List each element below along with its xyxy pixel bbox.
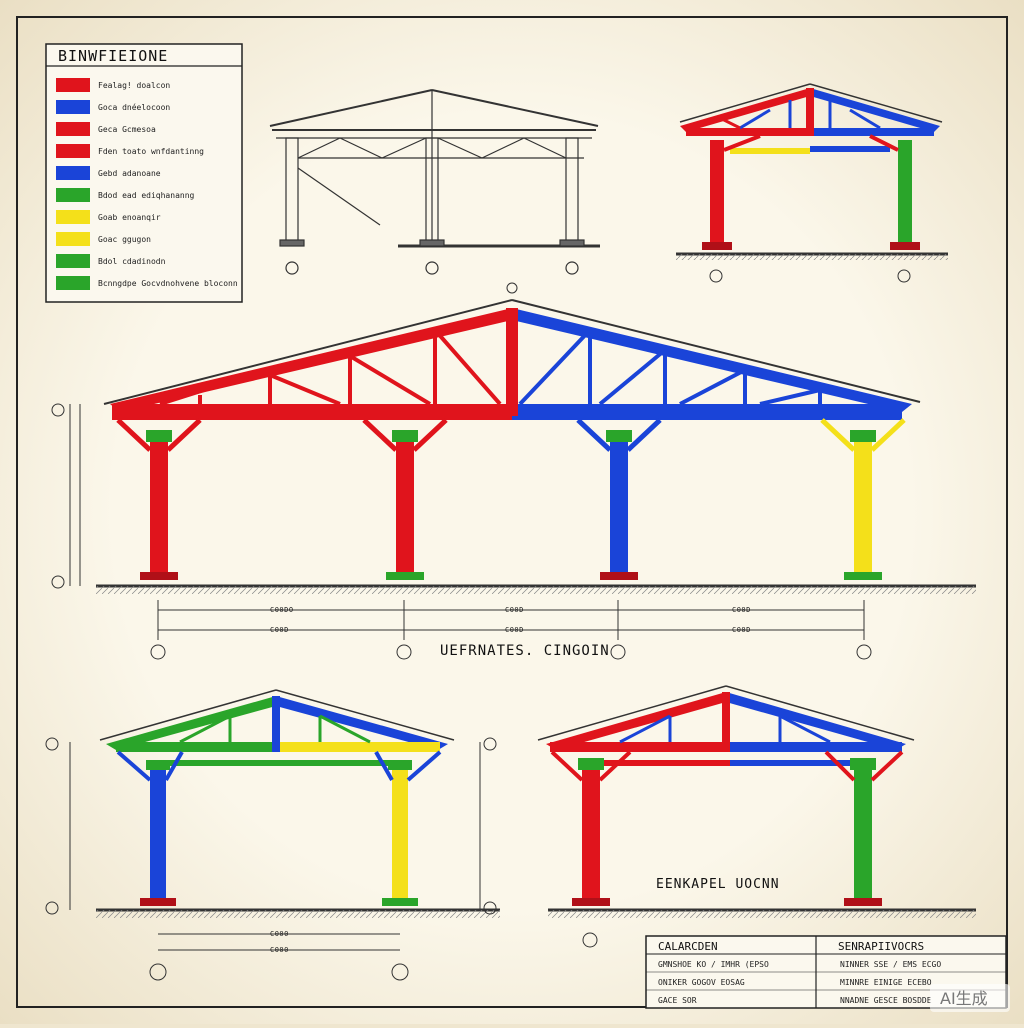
- legend-item-label: Goab enoanqir: [98, 213, 161, 222]
- legend-item-label: Geca Gcmesoa: [98, 125, 156, 134]
- title-block-right-row: NNADNE GESCE BOSDDE: [840, 996, 932, 1005]
- top-left-elevation: [269, 89, 600, 275]
- main-caption: UEFRNATES. CINGOIN: [440, 643, 610, 659]
- title-block-left-row: ONIKER GOGOV EOSAG: [658, 978, 745, 987]
- legend-swatch: [56, 188, 90, 202]
- sheet-border: [16, 16, 1008, 1008]
- watermark-badge: [930, 984, 1010, 1012]
- legend-swatch: [56, 166, 90, 180]
- dim-total-left: C00D: [270, 626, 289, 634]
- title-block-right-row: NINNER SSE / EMS ECGO: [840, 960, 941, 969]
- dim-bay-3: C00D: [732, 606, 751, 614]
- legend-swatch: [56, 232, 90, 246]
- legend-item-label: Goac ggugon: [98, 235, 151, 244]
- dim-lower-left-bottom: C000: [270, 946, 289, 954]
- top-right-elevation: [676, 83, 948, 283]
- dim-bay-1: C00DO: [270, 606, 294, 614]
- legend-item-label: Gebd adanoane: [98, 169, 161, 178]
- legend-swatch: [56, 78, 90, 92]
- legend-title: BINWFIEIONE: [58, 47, 168, 65]
- legend-item-label: Goca dnéelocoon: [98, 102, 170, 112]
- legend-item-label: Fden toato wnfdantinng: [98, 147, 204, 156]
- legend-swatch: [56, 100, 90, 114]
- legend-swatch: [56, 210, 90, 224]
- title-block-left-row: GMNSHOE KO / IMHR (EPSO: [658, 960, 769, 969]
- legend-swatch: [56, 144, 90, 158]
- title-block-left-header: CALARCDEN: [658, 940, 718, 953]
- dim-total-mid: C00D: [505, 626, 524, 634]
- legend-item-label: Bdod ead ediqhananng: [98, 191, 195, 200]
- title-block-right-header: SENRAPIIVOCRS: [838, 940, 924, 953]
- lower-right-elevation: [537, 685, 976, 948]
- lower-left-elevation: C000 C000: [45, 689, 500, 981]
- legend-swatch: [56, 122, 90, 136]
- legend-item-label: Bcnngdpe Gocvdnohvene bloconn: [98, 279, 238, 288]
- lower-right-caption: EENKAPEL UOCNN: [656, 877, 780, 892]
- legend-item-label: Bdol cdadinodn: [98, 257, 166, 266]
- legend-swatch: [56, 254, 90, 268]
- watermark: AI生成: [940, 989, 988, 1008]
- dim-lower-left-top: C000: [270, 930, 289, 938]
- main-elevation: C00DO C00D C00D C00D C00D C00D: [51, 282, 976, 660]
- legend-swatch: [56, 276, 90, 290]
- title-block-right-row: MINNRE EINIGE ECEBO: [840, 978, 932, 987]
- title-block-left-row: GACE SOR: [658, 996, 697, 1005]
- dim-bay-2: C00D: [505, 606, 524, 614]
- legend-item-label: Fealag! doalcon: [98, 81, 170, 90]
- dim-total-right: C00D: [732, 626, 751, 634]
